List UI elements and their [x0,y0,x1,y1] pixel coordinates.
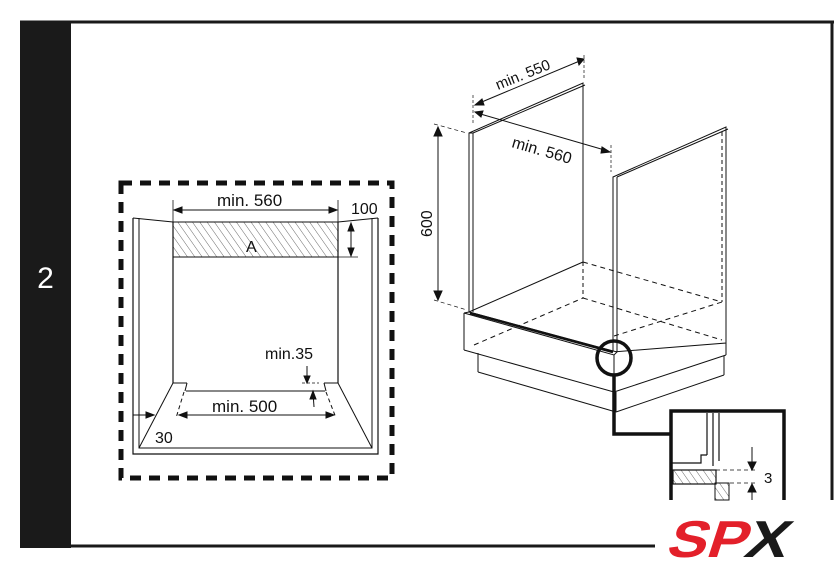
svg-text:SP: SP [661,511,760,563]
detail-gap-label: 3 [764,470,772,487]
gap-label: min.35 [265,346,313,363]
bottom-width-label: min. 500 [212,397,277,416]
page-frame [20,20,834,548]
front-height-label: 100 [351,201,378,218]
side-gap-label: 30 [155,430,173,447]
cabinet-depth-label: min. 550 [493,56,553,93]
zone-a-label: A [246,239,257,256]
step-band [20,22,71,548]
front-view [118,180,395,481]
spx-logo: SP X [660,503,810,569]
detail-callout [595,339,786,501]
cabinet-view [433,55,729,413]
cabinet-height-label: 600 [419,210,436,237]
step-number: 2 [37,262,54,295]
front-width-label: min. 560 [217,191,282,210]
